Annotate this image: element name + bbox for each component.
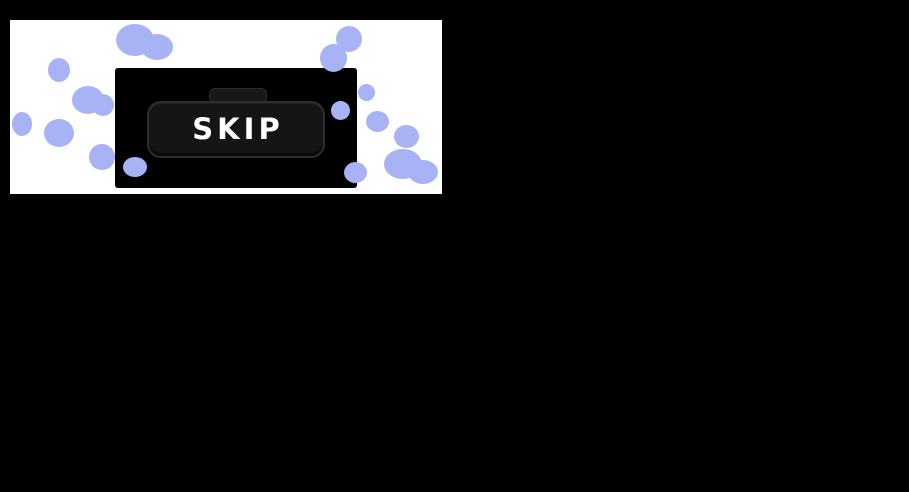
drawing-canvas[interactable]: SKIP <box>10 20 442 194</box>
skip-button[interactable]: SKIP <box>147 101 325 158</box>
skip-panel: SKIP <box>115 68 357 188</box>
